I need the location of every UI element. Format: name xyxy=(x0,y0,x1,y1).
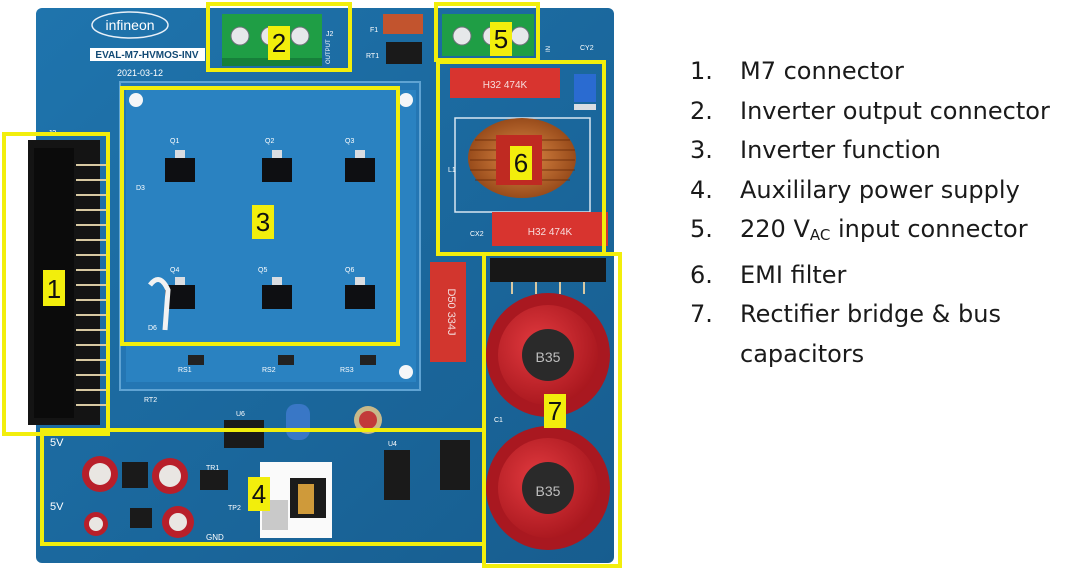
svg-text:Q5: Q5 xyxy=(258,267,267,274)
svg-text:F1: F1 xyxy=(370,27,378,34)
svg-text:2021-03-12: 2021-03-12 xyxy=(117,68,163,78)
svg-text:U4: U4 xyxy=(388,441,397,448)
svg-text:5V: 5V xyxy=(50,437,64,449)
svg-text:Q2: Q2 xyxy=(265,138,274,145)
svg-text:TP2: TP2 xyxy=(228,505,241,512)
svg-text:Q3: Q3 xyxy=(345,138,354,145)
svg-text:RS2: RS2 xyxy=(262,367,276,374)
svg-text:C1: C1 xyxy=(494,417,503,424)
input-terminal: IN CY2 xyxy=(442,14,594,56)
svg-text:RS3: RS3 xyxy=(340,367,354,374)
svg-text:OUTPUT: OUTPUT xyxy=(326,39,332,64)
callout-1: 1 xyxy=(47,274,61,304)
highlight-frame-1 xyxy=(2,132,110,436)
svg-text:RT1: RT1 xyxy=(366,53,379,60)
svg-text:J2: J2 xyxy=(326,31,334,38)
svg-text:H32 474K: H32 474K xyxy=(483,80,528,91)
legend-item: 5.220 VAC input connector xyxy=(690,215,1028,244)
svg-text:H32 474K: H32 474K xyxy=(528,227,573,238)
callout-6: 6 xyxy=(514,148,528,178)
board-silkscreen: infineon EVAL-M7-HVMOS-INV 2021-03-12 xyxy=(90,11,205,78)
svg-text:B35: B35 xyxy=(536,483,561,499)
legend-item: 7.Rectifier bridge & bus capacitors xyxy=(690,300,1001,368)
callout-7: 7 xyxy=(548,396,562,426)
svg-text:GND: GND xyxy=(206,533,224,542)
callout-4: 4 xyxy=(252,479,266,509)
legend-item: 2.Inverter output connector xyxy=(690,96,1050,125)
fuse-area: F1 RT1 xyxy=(366,14,423,64)
highlight-frame-2 xyxy=(206,2,352,72)
callout-3: 3 xyxy=(256,207,270,237)
legend-item: 1.M7 connector xyxy=(690,57,904,85)
legend-item: 3.Inverter function xyxy=(690,136,941,164)
svg-text:RS1: RS1 xyxy=(178,367,192,374)
legend-list: 1.M7 connector 2.Inverter output connect… xyxy=(690,52,1075,374)
rectifier-bridge-capacitors: B35 B35 C1 xyxy=(486,258,610,550)
board-photo: infineon EVAL-M7-HVMOS-INV 2021-03-12 Q1… xyxy=(2,2,622,568)
svg-text:D6: D6 xyxy=(148,325,157,332)
highlight-frame-3 xyxy=(120,86,400,346)
svg-text:IN: IN xyxy=(546,46,552,52)
svg-text:TR1: TR1 xyxy=(206,465,219,472)
varistor: D50 334J xyxy=(430,262,466,362)
svg-text:B35: B35 xyxy=(536,349,561,365)
svg-text:L1: L1 xyxy=(448,167,456,174)
callout-tags: 1 2 3 4 5 6 7 xyxy=(43,22,566,511)
callout-5: 5 xyxy=(494,24,508,54)
svg-text:Q1: Q1 xyxy=(170,138,179,145)
svg-text:Q6: Q6 xyxy=(345,267,354,274)
svg-text:EVAL-M7-HVMOS-INV: EVAL-M7-HVMOS-INV xyxy=(95,50,198,61)
svg-text:U6: U6 xyxy=(236,411,245,418)
m7-connector: J3 xyxy=(28,129,110,425)
brand-logo: infineon xyxy=(105,17,154,33)
svg-text:Q4: Q4 xyxy=(170,267,179,274)
legend-item: 6.EMI filter xyxy=(690,260,847,289)
legend-item: 4.Auxililary power supply xyxy=(690,175,1020,204)
svg-text:D3: D3 xyxy=(136,185,145,192)
callout-2: 2 xyxy=(272,28,286,58)
highlight-frames xyxy=(2,2,622,568)
svg-text:CX2: CX2 xyxy=(470,231,484,238)
svg-text:5V: 5V xyxy=(50,501,64,513)
auxiliary-supply: 5V 5V GND TP2 xyxy=(50,437,332,542)
svg-text:CY2: CY2 xyxy=(580,45,594,52)
svg-text:RT2: RT2 xyxy=(144,397,157,404)
svg-text:D50 334J: D50 334J xyxy=(445,288,457,335)
highlight-frame-7 xyxy=(482,252,622,568)
